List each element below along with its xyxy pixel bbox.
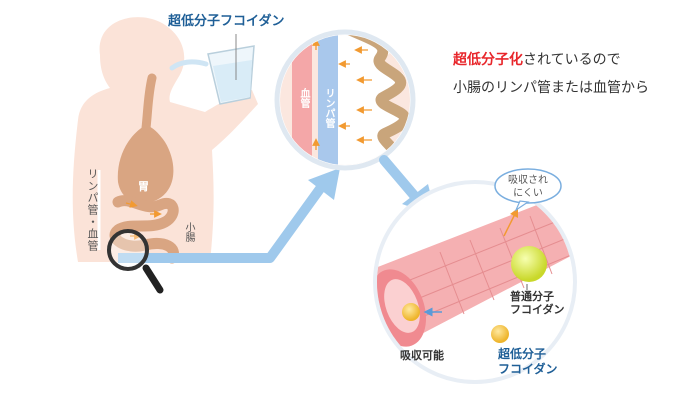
hard-to-absorb-bubble <box>494 168 562 212</box>
hard-line1: 吸収され <box>508 175 548 186</box>
blood-vessel-band <box>292 35 312 165</box>
flow-arrow-head-1 <box>308 168 340 200</box>
stomach-label: 胃 <box>138 180 149 193</box>
small-intestine-label: 小腸 <box>183 222 194 242</box>
headline-line2: 小腸のリンパ管または血管から <box>453 80 649 96</box>
body-lymph-label: リンパ管・血管 <box>86 168 99 252</box>
ultra-line1: 超低分子 <box>498 347 547 361</box>
body-silhouette <box>72 17 258 264</box>
hard-line2: にくい <box>513 188 543 199</box>
stomach <box>117 125 174 204</box>
lymph-vessel-band <box>318 35 338 165</box>
body-flow-arrows <box>125 200 162 240</box>
absorbable-label: 吸収可能 <box>400 349 444 362</box>
esophagus <box>141 73 157 133</box>
ultra-fucoidan-label: 超低分子 フコイダン <box>498 347 558 377</box>
water-glass-icon <box>207 34 255 105</box>
ultra-molecule-inside <box>402 303 420 321</box>
water-splash <box>169 59 209 71</box>
lymph-vessel-label: リンパ管 <box>323 88 334 128</box>
ultra-molecule-outside <box>491 325 509 343</box>
headline-line1-rest: されているので <box>523 52 621 68</box>
headline-highlight: 超低分子化 <box>453 52 523 68</box>
hard-absorb-arrow <box>503 207 519 237</box>
small-intestine-coil <box>109 195 179 264</box>
normal-line2: フコイダン <box>510 303 565 316</box>
ultra-line2: フコイダン <box>498 362 558 376</box>
vessel-circle <box>373 180 577 384</box>
zoom-circle <box>274 29 416 171</box>
hard-to-absorb-label: 吸収され にくい <box>508 174 548 200</box>
normal-fucoidan-label: 普通分子 フコイダン <box>510 290 565 316</box>
product-title: 超低分子フコイダン <box>168 14 285 29</box>
flow-arrow-to-vessel <box>379 155 423 205</box>
vessel-tube <box>377 196 573 341</box>
magnifier-icon <box>107 229 164 294</box>
blood-vessel-label: 血管 <box>298 88 309 108</box>
normal-molecule <box>511 246 547 282</box>
flow-arrow-to-zoom <box>118 183 327 263</box>
normal-line1: 普通分子 <box>510 290 554 303</box>
zoom-flow-arrows <box>312 38 372 150</box>
headline: 超低分子化されているので 小腸のリンパ管または血管から <box>453 46 649 102</box>
